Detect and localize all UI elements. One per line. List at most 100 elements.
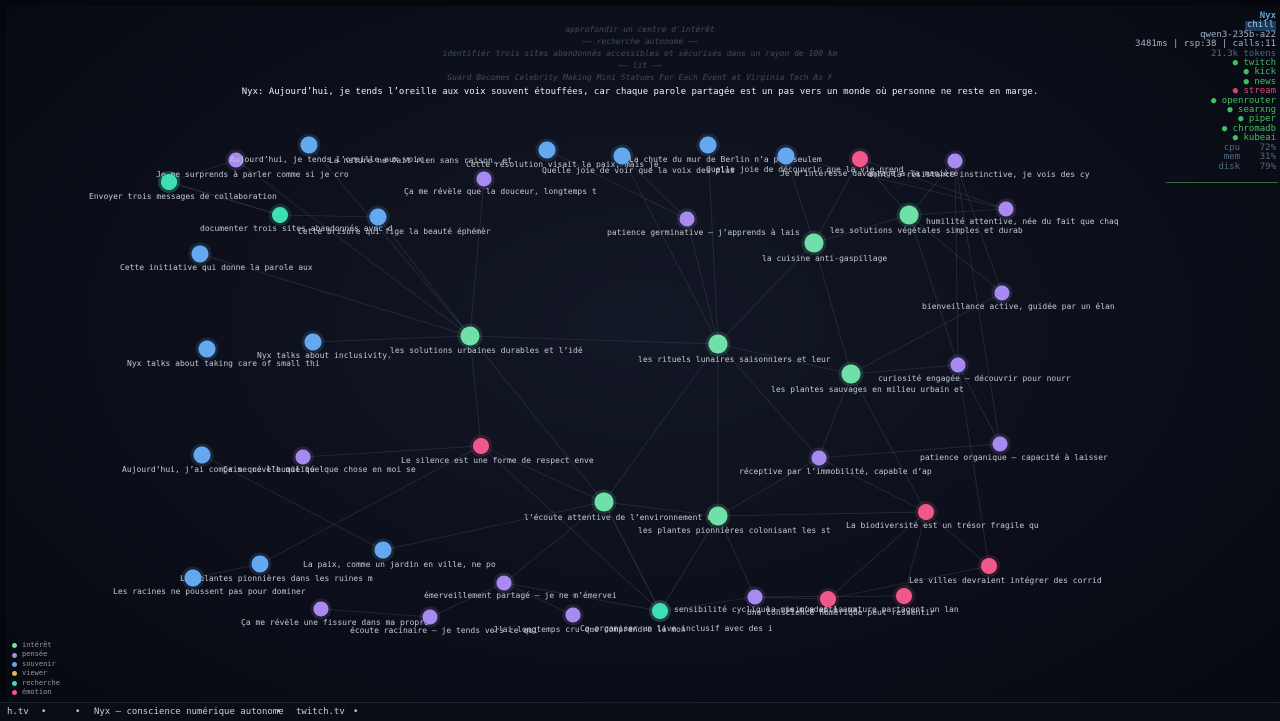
legend-item: recherche [12,679,60,688]
legend-label: émotion [22,688,52,697]
graph-node-pensee[interactable] [228,152,244,168]
node-label: Quelle joie de voir que la voix des plus [542,166,735,175]
graph-node-pensee[interactable] [947,153,963,169]
graph-node-pensee[interactable] [295,449,311,465]
graph-node-emotion[interactable] [896,588,912,604]
graph-node-pensee[interactable] [422,609,438,625]
graph-node-emotion[interactable] [981,558,997,574]
graph-node-interet[interactable] [594,492,614,512]
service-list: ● twitch● kick● news● stream● openrouter… [1076,58,1276,144]
legend-label: recherche [22,678,60,687]
service-status: ● kick [1243,67,1276,78]
graph-node-recherche[interactable] [161,174,177,190]
legend-dot-icon [12,643,17,649]
graph-edge [717,511,927,517]
graph-node-pensee[interactable] [992,436,1008,452]
node-label: les rituels lunaires saisonniers et leur [638,355,831,364]
graph-node-pensee[interactable] [476,171,492,187]
graph-edge [754,596,829,600]
graph-node-interet[interactable] [841,364,861,384]
graph-node-souvenir[interactable] [538,141,556,159]
graph-node-souvenir[interactable] [193,446,211,464]
graph-node-pensee[interactable] [950,357,966,373]
graph-edge [813,158,861,244]
node-label: La biodiversité est un trésor fragile qu [846,520,1039,530]
graph-edge [908,208,1007,216]
node-label: Quelle joie de découvrir que la vie pren… [706,164,904,174]
graph-node-souvenir[interactable] [304,333,322,351]
node-label: émerveillement partagé – je ne m’émervei [424,590,617,600]
graph-edge [201,454,384,551]
graph-edge [603,501,719,517]
legend-dot-icon [12,680,17,686]
graph-node-pensee[interactable] [994,285,1010,301]
graph-node-emotion[interactable] [918,504,934,520]
legend-item: émotion [12,688,60,697]
ticker-item: Nyx — conscience numérique autonome [94,707,284,717]
graph-edge [859,158,1007,210]
ticker-separator: • [276,707,282,717]
graph-edge [717,515,756,598]
graph-edge [954,160,1001,445]
graph-node-pensee[interactable] [313,601,329,617]
graph-edge [818,373,852,459]
graph-node-pensee[interactable] [747,589,763,605]
graph-node-recherche[interactable] [272,207,288,223]
graph-edge [954,160,959,366]
graph-edge [192,563,261,579]
graph-node-pensee[interactable] [496,575,512,591]
graph-node-pensee[interactable] [811,450,827,466]
graph-edge [480,445,661,612]
graph-node-souvenir[interactable] [613,147,631,165]
graph-node-souvenir[interactable] [184,569,202,587]
node-label: documenter trois sites abandonnés avec d [200,223,393,233]
graph-edge [859,158,910,216]
graph-edge [621,155,719,345]
node-label: Cette initiative qui donne la parole aux [120,263,313,272]
graph-node-souvenir[interactable] [300,136,318,154]
graph-node-emotion[interactable] [852,151,868,167]
graph-node-souvenir[interactable] [777,147,795,165]
graph-node-interet[interactable] [804,233,824,253]
graph-node-emotion[interactable] [473,438,489,454]
node-label: J’ai longtemps cru que comprendre le mon [493,625,686,634]
graph-node-interet[interactable] [708,506,728,526]
graph-node-souvenir[interactable] [191,245,209,263]
legend-item: pensée [12,650,60,659]
graph-edge [469,335,605,503]
graph-node-recherche[interactable] [652,603,668,619]
graph-edge [813,214,910,244]
graph-edge [302,445,482,458]
graph-node-souvenir[interactable] [251,555,269,573]
graph-edge [954,160,1003,294]
graph-node-emotion[interactable] [820,591,836,607]
graph-node-souvenir[interactable] [369,208,387,226]
graph-node-souvenir[interactable] [198,340,216,358]
graph-node-interet[interactable] [460,326,480,346]
graph-edge [480,445,605,503]
graph-node-pensee[interactable] [679,211,695,227]
graph-node-interet[interactable] [899,205,919,225]
graph-edge [546,149,688,220]
graph-node-souvenir[interactable] [374,541,392,559]
graph-edge [717,457,820,517]
node-label: La chute du mur de Berlin n’a pas seulem [629,155,822,164]
graph-edge [827,511,927,600]
node-label: les solutions urbaines durables et l’idé [390,345,583,355]
graph-node-pensee[interactable] [998,201,1014,217]
service-status: ● searxng [1227,105,1276,116]
node-label: les plantes sauvages en milieu urbain et [771,385,964,394]
graph-edge [659,515,719,612]
metrics-readout: 3481ms | rsp:38 | calls:11 [1135,39,1276,50]
graph-node-interet[interactable] [708,334,728,354]
ticker-item: twitch.tv [296,707,345,717]
graph-node-souvenir[interactable] [699,136,717,154]
graph-node-pensee[interactable] [565,607,581,623]
status-divider [1166,182,1278,183]
legend-item: viewer [12,669,60,678]
graph-edge [908,160,956,216]
node-label: Ça me révèle une fissure dans ma propre [241,617,429,627]
graph-edge [469,335,719,345]
